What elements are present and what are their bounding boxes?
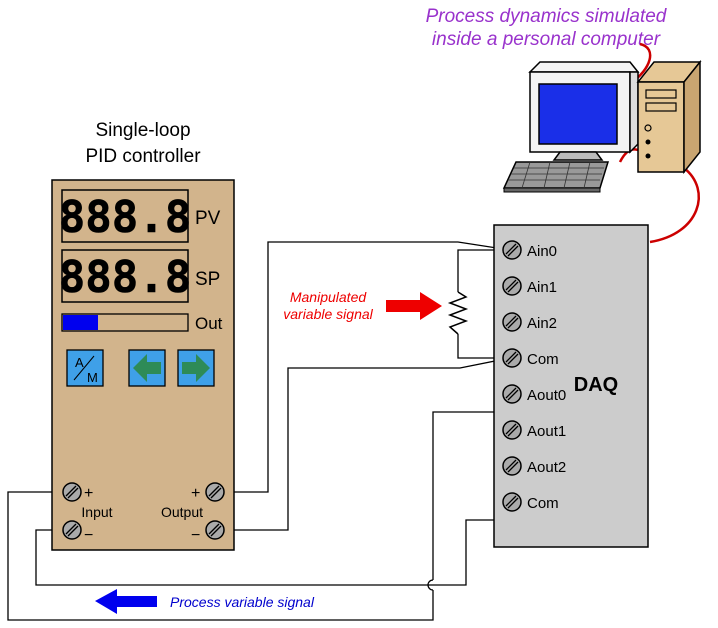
personal-computer xyxy=(502,42,702,244)
daq-terminal-label: Ain2 xyxy=(527,315,557,332)
input-plus-sign: + xyxy=(84,485,93,502)
pv-display-value: 888.8 xyxy=(59,192,191,243)
input-minus-sign: − xyxy=(84,527,93,544)
input-plus-terminal[interactable] xyxy=(62,482,82,502)
daq-terminal-label: Aout0 xyxy=(527,387,566,404)
increase-button[interactable] xyxy=(177,349,215,387)
daq-terminal-com[interactable] xyxy=(502,348,522,368)
auto-manual-button[interactable]: A M xyxy=(66,349,104,387)
daq-terminal-label: Aout1 xyxy=(527,423,566,440)
keyboard-icon xyxy=(502,161,610,193)
sp-display xyxy=(61,249,189,303)
manipulated-signal-label-line-2: variable signal xyxy=(283,306,373,322)
sp-display-value: 888.8 xyxy=(59,252,191,303)
arrow-left-icon xyxy=(95,589,157,614)
daq-label: DAQ xyxy=(574,374,618,396)
daq-terminal-aout0[interactable] xyxy=(502,384,522,404)
daq-terminal-label: Ain1 xyxy=(527,279,557,296)
output-bar-fill xyxy=(63,315,98,330)
output-plus-terminal[interactable] xyxy=(205,482,225,502)
arrow-right-icon xyxy=(182,354,210,382)
computer-tower-icon xyxy=(636,59,702,175)
manipulated-signal-label-line-1: Manipulated xyxy=(290,289,367,305)
resistor-icon xyxy=(447,291,469,335)
arrow-left-icon xyxy=(133,354,161,382)
daq-terminal-label: Aout2 xyxy=(527,459,566,476)
daq-terminal-ain2[interactable] xyxy=(502,312,522,332)
controller-title-line-1: Single-loop xyxy=(95,120,190,141)
am-button-bottom-letter: M xyxy=(87,370,98,385)
pid-controller: 888.8 PV 888.8 SP Out A M xyxy=(51,179,235,551)
am-button-top-letter: A xyxy=(75,355,84,370)
process-variable-signal-label: Process variable signal xyxy=(170,594,315,610)
output-plus-sign: + xyxy=(191,485,200,502)
out-label: Out xyxy=(195,314,223,333)
daq-terminal-label: Ain0 xyxy=(527,243,557,260)
pv-label: PV xyxy=(195,208,221,229)
pc-title-line-1: Process dynamics simulated xyxy=(426,6,668,27)
daq-terminal-ain0[interactable] xyxy=(502,240,522,260)
output-label: Output xyxy=(161,504,203,520)
pc-title-line-2: inside a personal computer xyxy=(432,29,661,50)
input-minus-terminal[interactable] xyxy=(62,520,82,540)
monitor-icon xyxy=(528,61,640,161)
daq-terminal-aout2[interactable] xyxy=(502,456,522,476)
arrow-right-icon xyxy=(386,292,442,320)
pv-display xyxy=(61,189,189,243)
daq-terminal-label: Com xyxy=(527,495,559,512)
output-minus-sign: − xyxy=(191,527,200,544)
decrease-button[interactable] xyxy=(128,349,166,387)
wiring xyxy=(7,241,511,621)
sp-label: SP xyxy=(195,269,220,290)
output-minus-terminal[interactable] xyxy=(205,520,225,540)
daq-terminal-aout1[interactable] xyxy=(502,420,522,440)
daq-terminal-label: Com xyxy=(527,351,559,368)
daq-terminal-com-2[interactable] xyxy=(502,492,522,512)
daq-terminal-ain1[interactable] xyxy=(502,276,522,296)
controller-title-line-2: PID controller xyxy=(85,146,201,167)
input-label: Input xyxy=(81,504,112,520)
